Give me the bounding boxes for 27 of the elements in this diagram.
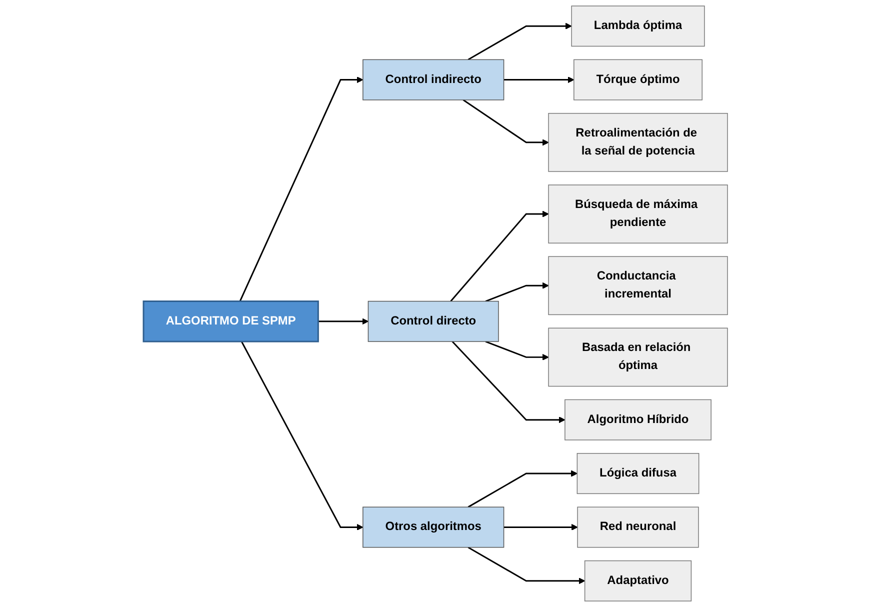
node-box: Tórque óptimo: [574, 59, 702, 100]
arrow: [485, 340, 549, 360]
arrow: [468, 470, 578, 508]
node-box: Basada en relación óptima: [548, 328, 728, 387]
node-box: Control indirecto: [362, 59, 504, 100]
arrow: [450, 210, 549, 302]
node-box: Conductancia incremental: [548, 256, 728, 316]
arrow: [504, 76, 574, 84]
node-box: Control directo: [368, 300, 499, 342]
arrow: [462, 99, 549, 146]
node-box: Otros algoritmos: [362, 506, 504, 548]
arrow: [504, 524, 578, 530]
node-box: Búsqueda de máxima pendiente: [548, 184, 728, 244]
node-box: Red neuronal: [577, 506, 699, 548]
node-box: Lógica difusa: [576, 453, 700, 494]
node-box: ALGORITMO DE SPMP: [142, 300, 319, 342]
arrow: [452, 341, 566, 424]
node-box: Algoritmo Híbrido: [564, 399, 712, 440]
node-box: Retroalimentación de la señal de potencia: [548, 112, 728, 172]
node-box: Adaptativo: [584, 560, 692, 602]
arrow: [239, 76, 364, 302]
arrow: [468, 22, 572, 60]
arrow: [468, 546, 586, 584]
node-box: Lambda óptima: [571, 6, 705, 47]
arrow: [485, 282, 549, 302]
arrow: [318, 318, 369, 325]
arrow: [240, 341, 364, 530]
